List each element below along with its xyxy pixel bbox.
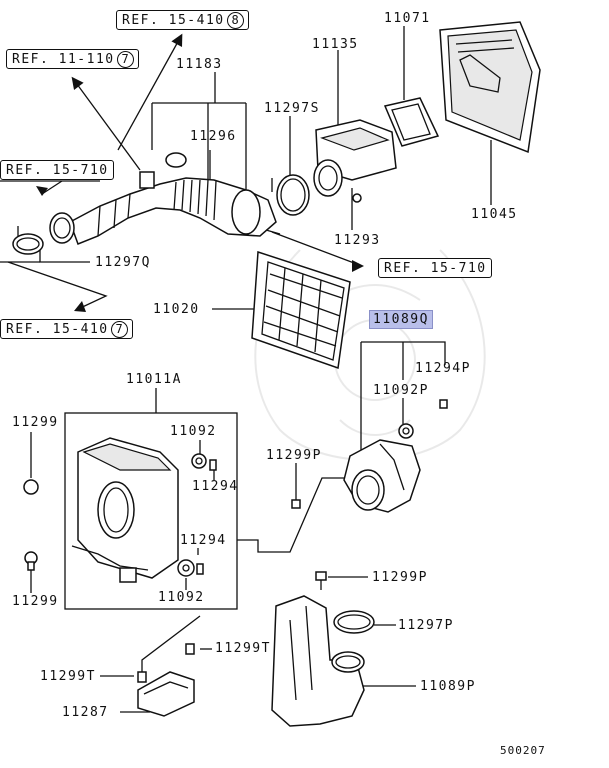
part-label-11092p[interactable]: 11092P [373,383,429,398]
ref-circle-number: 7 [110,321,128,338]
part-label-11020[interactable]: 11020 [153,302,200,317]
part-label-11299-bottom[interactable]: 11299 [12,594,59,609]
part-label-11296[interactable]: 11296 [190,129,237,144]
part-label-11294p[interactable]: 11294P [415,361,471,376]
part-label-11299t-left[interactable]: 11299T [40,669,96,684]
intake-hose [49,152,281,245]
ref-text: REF. 15-710 [384,261,487,276]
part-label-11071[interactable]: 11071 [384,11,431,26]
part-label-11293[interactable]: 11293 [334,233,381,248]
part-label-11294-mid[interactable]: 11294 [180,533,227,548]
part-label-11294-top[interactable]: 11294 [192,479,239,494]
air-duct-lower [271,595,365,727]
air-cleaner-cover [439,21,541,154]
ref-text: REF. 15-410 [122,13,225,28]
ref-circle-number: 7 [116,51,134,68]
part-label-11045[interactable]: 11045 [471,207,518,222]
part-label-11092-mid[interactable]: 11092 [158,590,205,605]
ref-text: REF. 15-410 [6,322,109,337]
part-label-11299p-b[interactable]: 11299P [372,570,428,585]
diagram-code: 500207 [500,744,546,757]
part-label-11297s[interactable]: 11297S [264,101,320,116]
part-label-11092-top[interactable]: 11092 [170,424,217,439]
bracket [137,671,195,717]
part-label-11287[interactable]: 11287 [62,705,109,720]
ref-box-15-710-right[interactable]: REF. 15-710 [378,258,492,278]
part-label-11183[interactable]: 11183 [176,57,223,72]
part-label-11299t-right[interactable]: 11299T [215,641,271,656]
part-label-11089q-highlighted[interactable]: 11089Q [369,310,433,329]
air-cleaner-case [71,437,179,583]
ref-text: REF. 11-110 [12,52,115,67]
airflow-sensor [313,119,397,203]
part-label-11297q[interactable]: 11297Q [95,255,151,270]
part-label-11299p-a[interactable]: 11299P [266,448,322,463]
air-duct-upper [343,439,421,513]
ref-box-15-710-left[interactable]: REF. 15-710 [0,160,114,180]
part-label-11297p[interactable]: 11297P [398,618,454,633]
gasket [383,97,440,147]
air-filter-element [251,250,351,370]
part-label-11089p[interactable]: 11089P [420,679,476,694]
part-label-11135[interactable]: 11135 [312,37,359,52]
part-label-11011a[interactable]: 11011A [126,372,182,387]
ref-text: REF. 15-710 [6,163,109,178]
ref-circle-number: 8 [226,12,244,29]
part-label-11299-top[interactable]: 11299 [12,415,59,430]
